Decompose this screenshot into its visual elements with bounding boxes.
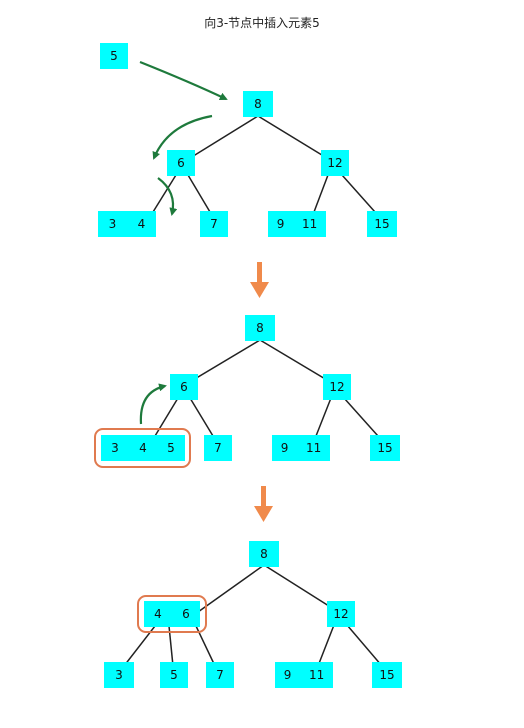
- node-key: 9: [283, 668, 292, 682]
- edge-12-15: [346, 624, 383, 667]
- node-key: 6: [180, 380, 188, 394]
- node-key: 6: [182, 607, 190, 621]
- node-key: 3: [111, 441, 119, 455]
- node-key: 8: [254, 97, 262, 111]
- insert-arrow-to-root: [139, 60, 228, 101]
- step-arrow-1: [250, 262, 269, 298]
- node-key: 15: [379, 668, 395, 682]
- leaf-node-15: 15: [367, 211, 397, 237]
- left-internal-node: 6: [167, 150, 195, 176]
- node-key: 5: [167, 441, 175, 455]
- leaf-node-7: 7: [200, 211, 228, 237]
- leaf-node-15: 15: [370, 435, 400, 461]
- edge-6-7: [189, 397, 214, 437]
- node-key: 5: [170, 668, 178, 682]
- edge-6-345: [154, 397, 179, 437]
- right-internal-node: 12: [321, 150, 349, 176]
- leaf-node-9-11: 9 11: [272, 435, 330, 461]
- root-node: 8: [245, 315, 275, 341]
- node-key: 8: [256, 321, 264, 335]
- diagram-title: 向3-节点中插入元素5: [204, 16, 320, 30]
- leaf-node-7: 7: [204, 435, 232, 461]
- edge-6-7: [187, 174, 211, 213]
- node-key: 15: [374, 217, 390, 231]
- node-key: 4: [137, 217, 146, 231]
- insert-arrow-to-left: [152, 114, 213, 160]
- node-key: 7: [216, 668, 224, 682]
- leaf-node-9-11: 9 11: [275, 662, 333, 688]
- step-arrow-2: [254, 486, 273, 522]
- insert-arrows-stage1: [139, 60, 228, 216]
- node-key: 6: [177, 156, 185, 170]
- node-key: 12: [333, 607, 349, 621]
- node-key: 11: [305, 441, 322, 455]
- node-key: 15: [377, 441, 393, 455]
- left-internal-node: 6: [170, 374, 198, 400]
- edge-12-15: [341, 174, 376, 213]
- edge-8-46: [197, 564, 265, 613]
- overflow-leaf-node-3-4-5: 3 4 5: [101, 435, 185, 461]
- leaf-node-7: 7: [206, 662, 234, 688]
- leaf-node-3: 3: [104, 662, 134, 688]
- node-key: 4: [139, 441, 147, 455]
- edge-12-911: [313, 174, 329, 213]
- right-internal-node: 12: [323, 374, 351, 400]
- split-node-highlight: [137, 595, 207, 633]
- node-key: 12: [327, 156, 343, 170]
- insert-arrow-to-leaf: [157, 177, 178, 216]
- leaf-node-15: 15: [372, 662, 402, 688]
- edge-6-34: [152, 174, 177, 213]
- node-key: 3: [108, 217, 117, 231]
- node-key: 3: [115, 668, 123, 682]
- promote-arrow: [139, 383, 167, 425]
- node-key: 9: [276, 217, 285, 231]
- leaf-node-5: 5: [160, 662, 188, 688]
- node-key: 7: [214, 441, 222, 455]
- node-key: 11: [308, 668, 325, 682]
- edge-12-911: [315, 397, 332, 437]
- edge-12-911: [317, 624, 335, 667]
- node-key: 7: [210, 217, 218, 231]
- node-key: 5: [110, 49, 118, 63]
- root-node: 8: [249, 541, 279, 567]
- leaf-node-3-4: 3 4: [98, 211, 156, 237]
- new-key-node: 5: [100, 43, 128, 69]
- root-node: 8: [243, 91, 273, 117]
- node-key: 9: [280, 441, 289, 455]
- leaf-node-9-11: 9 11: [268, 211, 326, 237]
- right-internal-node: 12: [327, 601, 355, 627]
- node-key: 8: [260, 547, 268, 561]
- overflow-node-highlight: [94, 428, 191, 468]
- edge-12-15: [343, 397, 379, 437]
- node-key: 11: [301, 217, 318, 231]
- split-internal-node-4-6: 4 6: [144, 601, 200, 627]
- node-key: 12: [329, 380, 345, 394]
- node-key: 4: [154, 607, 162, 621]
